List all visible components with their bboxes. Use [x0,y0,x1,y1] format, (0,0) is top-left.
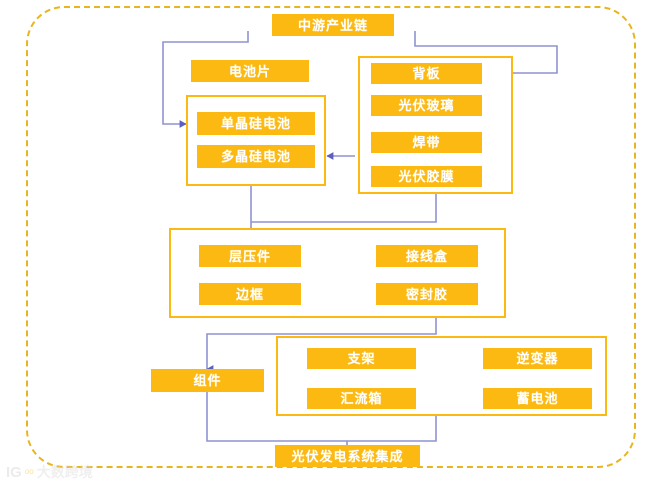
node-sealant[interactable]: 密封胶 [376,283,478,305]
node-junction-box[interactable]: 接线盒 [376,245,478,267]
node-pv-glass[interactable]: 光伏玻璃 [371,95,482,116]
node-combiner-box[interactable]: 汇流箱 [307,388,416,409]
node-title-midstream[interactable]: 中游产业链 [272,14,394,36]
node-pv-encapsulant-film[interactable]: 光伏胶膜 [371,166,482,187]
node-module[interactable]: 组件 [151,369,264,392]
node-frame[interactable]: 边框 [199,283,301,305]
group-cell-types [186,95,326,186]
node-storage-battery[interactable]: 蓄电池 [483,388,592,409]
node-mounting-bracket[interactable]: 支架 [307,348,416,369]
watermark-logo-icon: IG [6,463,22,481]
node-laminate[interactable]: 层压件 [199,245,301,267]
node-backsheet[interactable]: 背板 [371,63,482,84]
node-solder-ribbon[interactable]: 焊带 [371,132,482,153]
node-pv-system-integration[interactable]: 光伏发电系统集成 [275,445,420,467]
outer-dashed-frame [26,6,636,468]
node-mono-silicon-cell[interactable]: 单晶硅电池 [197,112,315,135]
node-cell-header[interactable]: 电池片 [191,60,309,82]
node-inverter[interactable]: 逆变器 [483,348,592,369]
node-poly-silicon-cell[interactable]: 多晶硅电池 [197,145,315,168]
watermark-dot-icon: oo [24,467,34,476]
